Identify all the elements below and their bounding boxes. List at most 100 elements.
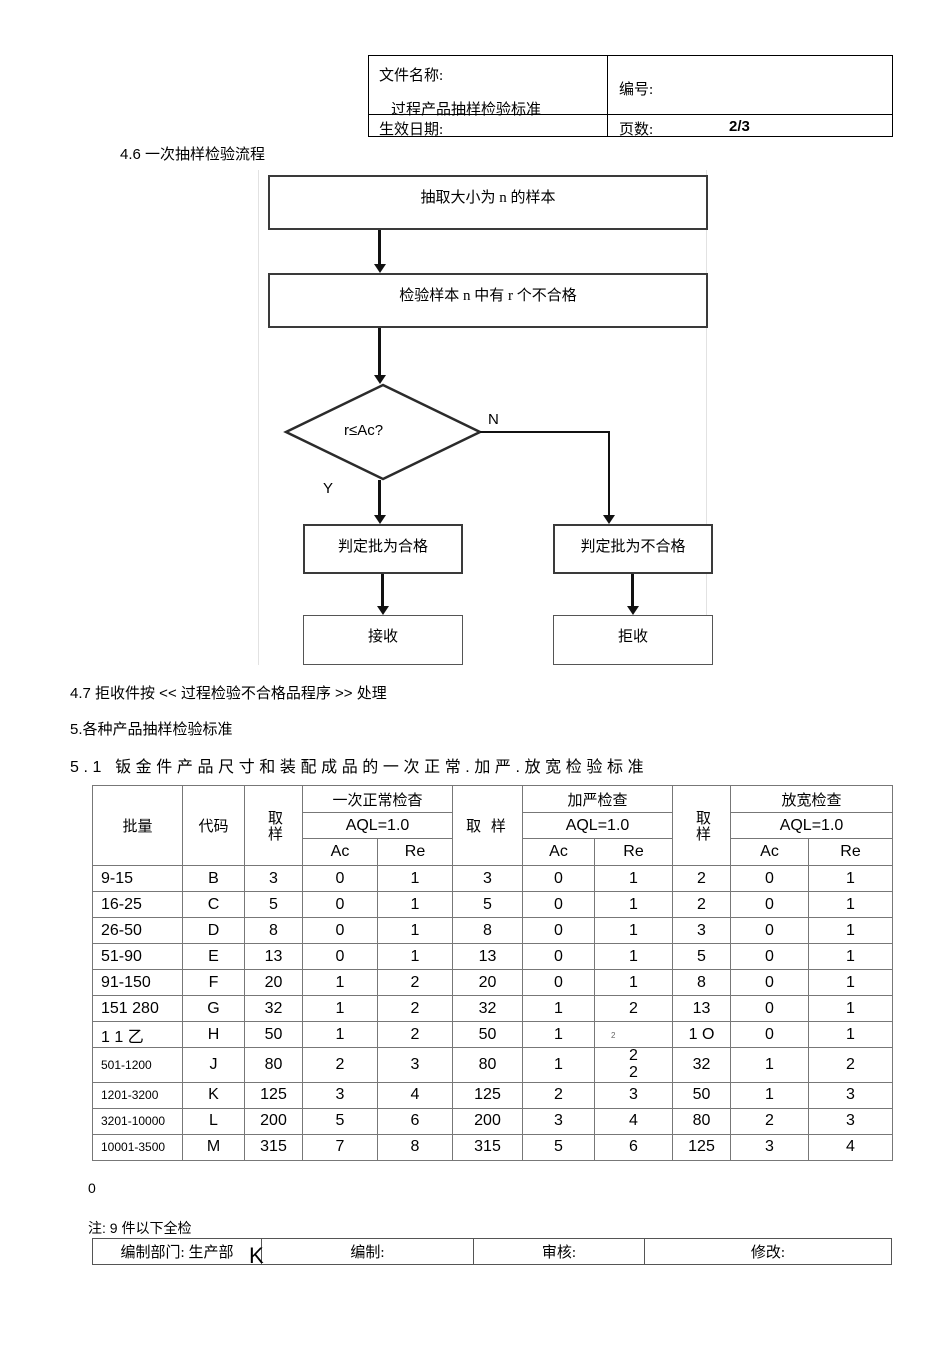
cell-re-reduced: 1 [808, 995, 893, 1022]
header-ac-normal: Ac [302, 838, 378, 866]
cell-ac-tightened: 5 [522, 1133, 595, 1161]
table-header-row-2: AQL=1.0 AQL=1.0 AQL=1.0 [93, 812, 893, 839]
cell-sample-normal: 20 [244, 969, 303, 996]
cell-re-tightened: 1 [594, 865, 673, 892]
cell-ac-tightened: 0 [522, 917, 595, 944]
document-number-label: 编号: [619, 82, 654, 98]
cell-re-reduced: 1 [808, 943, 893, 970]
cell-ac-tightened: 1 [522, 1047, 595, 1083]
cell-re-normal: 1 [377, 917, 453, 944]
table-header-row-1: 批量 代码 取样 一次正常检杳 取 样 加严检查 取样 放宽检查 [92, 785, 893, 866]
header-re-tightened: Re [594, 838, 673, 866]
cell-ac-normal: 0 [302, 943, 378, 970]
cell-ac-tightened: 0 [522, 891, 595, 918]
cell-sample-reduced: 3 [672, 917, 731, 944]
section-5-1-heading: 5.1 钣金件产品尺寸和装配成品的一次正常.加严.放宽检验标准 [70, 759, 649, 776]
cell-sample-reduced: 8 [672, 969, 731, 996]
cell-code: D [182, 917, 245, 944]
connector-reject [631, 574, 634, 610]
cell-re-tightened [594, 1021, 673, 1048]
cell-lot-size: 151 280 [92, 995, 183, 1022]
cell-ac-tightened: 1 [522, 995, 595, 1022]
cell-lot-size: 10001-3500 [92, 1133, 183, 1161]
cell-sample-reduced: 80 [672, 1107, 731, 1135]
pages-value: 2/3 [729, 118, 750, 135]
cell-ac-tightened: 0 [522, 943, 595, 970]
footer-department: 编制部门: 生产部 [93, 1239, 262, 1264]
cell-re-reduced: 3 [808, 1081, 893, 1109]
flow-decision-diamond [283, 382, 483, 482]
cell-re-normal: 1 [377, 943, 453, 970]
header-ac-tightened: Ac [522, 838, 595, 866]
cell-sample-reduced: 2 [672, 865, 731, 892]
flowchart-guide-right [706, 170, 707, 665]
flowchart-guide-left [258, 170, 259, 665]
cell-ac-normal: 1 [302, 995, 378, 1022]
cell-sample-tightened: 200 [452, 1107, 523, 1135]
cell-ac-normal: 1 [302, 1021, 378, 1048]
header-code: 代码 [182, 785, 245, 866]
cell-re-normal: 1 [377, 865, 453, 892]
section-4-6-heading: 4.6 一次抽样检验流程 [120, 146, 266, 163]
cell-ac-tightened: 3 [522, 1107, 595, 1135]
cell-sample-normal: 315 [244, 1133, 303, 1161]
cell-ac-reduced: 0 [730, 1021, 809, 1048]
header-group-reduced: 放宽检查 [730, 785, 893, 813]
cell-sample-tightened: 13 [452, 943, 523, 970]
footer-signature-table: 编制部门: 生产部 编制: 审核: 修改: [92, 1238, 892, 1265]
cell-re-tightened: 4 [594, 1107, 673, 1135]
cell-ac-reduced: 1 [730, 1047, 809, 1083]
flow-node-inspect-sample: 检验样本 n 中有 r 个不合格 [268, 273, 708, 328]
section-5-heading: 5.各种产品抽样检验标准 [70, 721, 233, 738]
cell-sample-reduced: 13 [672, 995, 731, 1022]
cell-re-reduced: 2 [808, 1047, 893, 1083]
cell-re-normal: 2 [377, 1021, 453, 1048]
cell-sample-reduced: 5 [672, 943, 731, 970]
cell-sample-normal: 125 [244, 1081, 303, 1109]
cell-ac-reduced: 0 [730, 917, 809, 944]
connector-no-vertical [608, 431, 610, 519]
flow-node-accept: 接收 [303, 615, 463, 665]
cell-code: F [182, 969, 245, 996]
cell-ac-normal: 5 [302, 1107, 378, 1135]
cell-ac-normal: 7 [302, 1133, 378, 1161]
cell-ac-reduced: 0 [730, 891, 809, 918]
cell-sample-normal: 80 [244, 1047, 303, 1083]
cell-ac-reduced: 0 [730, 969, 809, 996]
header-re-normal: Re [377, 838, 453, 866]
cell-sample-tightened: 3 [452, 865, 523, 892]
header-aql-tightened: AQL=1.0 [522, 812, 673, 839]
cell-sample-reduced: 2 [672, 891, 731, 918]
cell-ac-tightened: 0 [522, 969, 595, 996]
sampling-standards-table: 批量 代码 取样 一次正常检杳 取 样 加严检查 取样 放宽检查 AQL=1.0… [92, 785, 893, 1161]
cell-re-tightened: 1 [594, 891, 673, 918]
document-title: 过程产品抽样检验标准 [391, 102, 542, 118]
cell-re-reduced: 1 [808, 917, 893, 944]
arrow-yes [374, 515, 386, 524]
cell-ac-reduced: 0 [730, 943, 809, 970]
cell-code: L [182, 1107, 245, 1135]
connector-yes [378, 480, 381, 520]
cell-sample-reduced: 1 O [672, 1021, 731, 1048]
header-group-normal: 一次正常检杳 [302, 785, 453, 813]
connector-1 [378, 230, 381, 269]
cell-ac-normal: 0 [302, 917, 378, 944]
arrow-1 [374, 264, 386, 273]
cell-ac-normal: 0 [302, 891, 378, 918]
cell-lot-size: 1201-3200 [92, 1081, 183, 1109]
table-artifact-stray-zero: 0 [88, 1180, 96, 1196]
cell-re-reduced: 3 [808, 1107, 893, 1135]
cell-ac-normal: 1 [302, 969, 378, 996]
cell-sample-normal: 50 [244, 1021, 303, 1048]
cell-code: J [182, 1047, 245, 1083]
cell-re-normal: 4 [377, 1081, 453, 1109]
cell-re-normal: 6 [377, 1107, 453, 1135]
